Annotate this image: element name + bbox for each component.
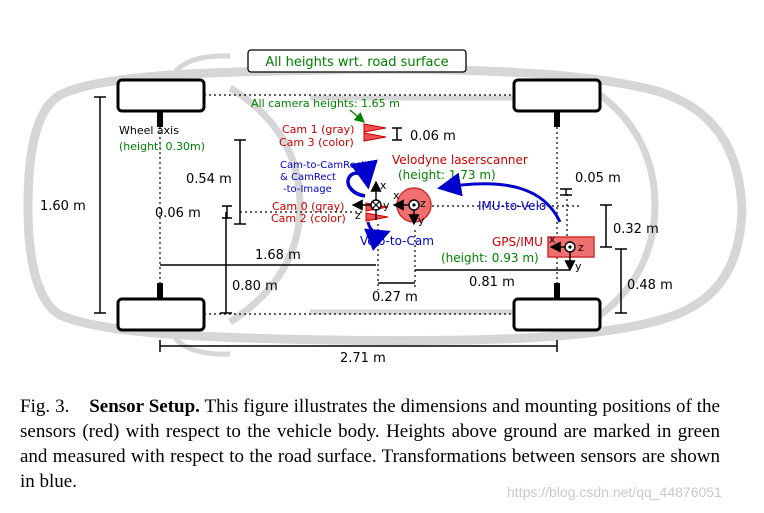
cam3-icon (363, 132, 387, 142)
camera-heights-label: All camera heights: 1.65 m (251, 97, 400, 110)
wheel-front-left (116, 78, 206, 113)
velo-axis-x: x (393, 189, 400, 202)
cam-to-camrect-3: -to-Image (283, 184, 332, 195)
gps-imu-label: GPS/IMU (492, 235, 543, 249)
dim-0-54: 0.54 m (186, 172, 232, 187)
sensor-setup-diagram: All heights wrt. road surface 1.60 m Whe… (23, 49, 747, 366)
dim-0-81: 0.81 m (469, 275, 515, 290)
figure-caption: Fig. 3. Sensor Setup. This figure illust… (20, 394, 720, 494)
dim-0-32: 0.32 m (613, 222, 659, 237)
caption-title: Sensor Setup. (89, 396, 200, 417)
dim-cam-gap: 0.06 m (410, 129, 456, 144)
gps-axis-y: y (575, 260, 582, 273)
velo-axis-y: y (418, 214, 425, 227)
watermark: https://blog.csdn.net/qq_44876051 (507, 484, 722, 500)
cam-axis-x: x (380, 179, 387, 192)
gps-height: (height: 0.93 m) (441, 251, 539, 265)
cam13-label-2: Cam 3 (color) (279, 136, 354, 149)
dim-0-27: 0.27 m (372, 290, 418, 305)
cam-axis-z: z (355, 209, 361, 222)
velo-axis-z: z (420, 197, 426, 210)
wheel-rear-left (116, 297, 206, 332)
caption-fig-number: Fig. 3. (20, 396, 70, 417)
velodyne-height: (height: 1.73 m) (398, 168, 496, 182)
imu-to-velo-label: IMU-to-Velo (478, 199, 546, 213)
dim-1-68: 1.68 m (255, 248, 301, 263)
cam-axis-y: y (383, 199, 390, 212)
gps-axis-x: x (549, 233, 556, 246)
wheel-axis-label: Wheel axis (119, 124, 179, 137)
dim-0-05: 0.05 m (575, 171, 621, 186)
cam-to-camrect-2: & CamRect (280, 172, 336, 183)
cam2-icon (365, 212, 389, 222)
dim-0-06: 0.06 m (155, 206, 201, 221)
cam13-label-1: Cam 1 (gray) (282, 123, 354, 136)
header-label: All heights wrt. road surface (265, 55, 448, 70)
wheel-axis-height: (height: 0.30m) (119, 140, 205, 153)
cam1-icon (363, 123, 387, 133)
wheel-rear-right (512, 297, 602, 332)
dim-0-80: 0.80 m (232, 279, 278, 294)
dim-1-60: 1.60 m (40, 199, 86, 214)
cam-to-camrect-1: Cam-to-CamRect (280, 160, 365, 171)
dim-0-48: 0.48 m (627, 278, 673, 293)
velodyne-label: Velodyne laserscanner (392, 153, 528, 167)
cam02-label-1: Cam 0 (gray) (272, 200, 344, 213)
header-box (247, 49, 467, 73)
wheel-front-right (512, 78, 602, 113)
dim-2-71: 2.71 m (340, 351, 386, 366)
velo-to-cam-label: Velo-to-Cam (360, 234, 434, 248)
gps-axis-z: z (578, 241, 584, 254)
cam02-label-2: Cam 2 (color) (271, 212, 346, 225)
caption-body: This figure illustrates the dimensions a… (20, 396, 720, 492)
